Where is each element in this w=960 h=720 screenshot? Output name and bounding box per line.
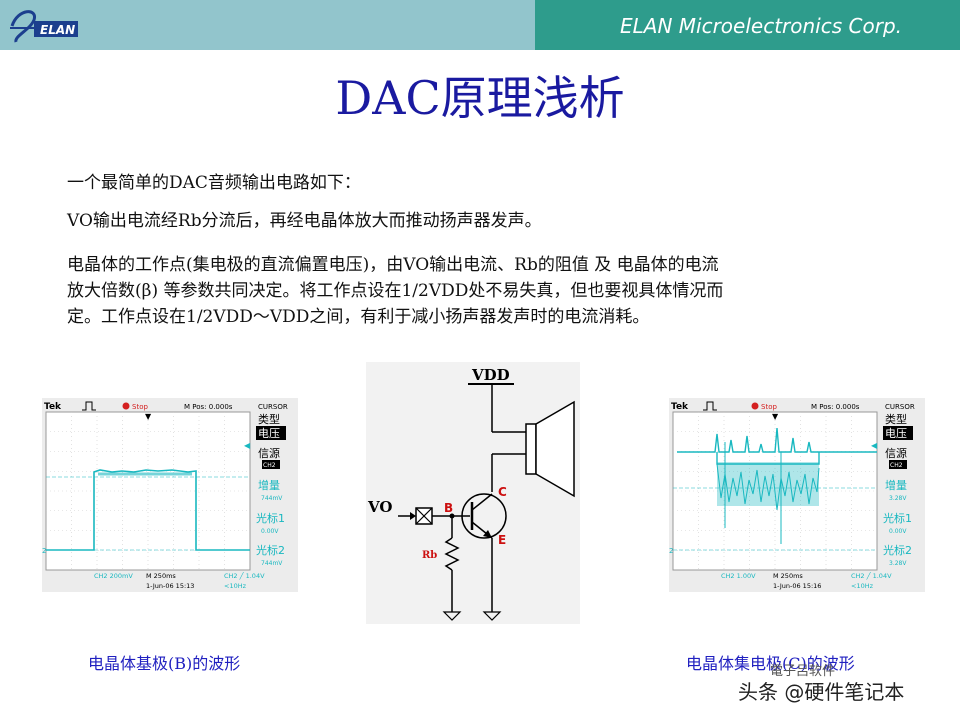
menu-source-value: CH2 [890,462,903,469]
menu-cursor1-value: 0.00V [261,528,279,535]
footer-freq: <10Hz [851,582,874,590]
menu-type-label: 类型 [258,412,280,426]
company-name: ELAN Microelectronics Corp. [620,14,902,38]
ground-icon [482,611,502,621]
stop-icon [751,402,759,410]
trigger-level-icon: ◀ [871,441,878,450]
paragraph-3-line-3: 定。工作点设在1/2VDD～VDD之间，有利于减小扬声器发声时的电流消耗。 [67,307,650,327]
paragraph-3-line-1: 电晶体的工作点(集电极的直流偏置电压)，由VO输出电流、Rb的阻值 及 电晶体的… [67,255,719,275]
channel-level-marker: 2 [42,547,46,555]
footer-channel: CH2 200mV [94,572,133,580]
footer-timebase: M 250ms [146,572,176,580]
rb-label: Rb [422,550,437,561]
menu-cursor2-value: 3.28V [889,560,907,567]
scope-status: Stop [761,403,777,411]
menu-source-label: 信源 [885,446,907,460]
speaker-icon [525,400,575,498]
footer-freq: <10Hz [224,582,247,590]
menu-delta-value: 744mV [261,495,283,502]
menu-source-label: 信源 [258,446,280,460]
npn-transistor-icon [461,493,507,539]
trigger-level-icon: ◀ [244,441,251,450]
scope-brand: Tek [671,402,689,412]
menu-type-value: 电压 [258,427,280,440]
menu-cursor1-label: 光标1 [883,511,912,525]
oscilloscope-collector-waveform: Tek Stop M Pos: 0.000s 2 ▼ ◀ CURSOR 类型 [669,398,925,592]
scope-brand: Tek [44,402,62,412]
footer-trigger: CH2 ╱ 1.04V [851,571,892,580]
menu-cursor1-label: 光标1 [256,511,285,525]
scope-mpos: M Pos: 0.000s [184,403,233,411]
logo-text: ELAN [40,23,75,37]
paragraph-2: VO输出电流经Rb分流后，再经电晶体放大而推动扬声器发声。 [67,211,542,231]
menu-cursor-title: CURSOR [885,403,915,411]
trigger-marker-icon: ▼ [145,412,152,421]
scope-status: Stop [132,403,148,411]
footer-date: 1-Jun-06 15:13 [146,582,194,590]
menu-source-value: CH2 [263,462,276,469]
paragraph-3-line-2: 放大倍数(β) 等参数共同决定。将工作点设在1/2VDD处不易失真，但也要视具体… [67,281,724,301]
resistor-rb-icon [444,537,460,571]
caption-base-waveform: 电晶体基极(B)的波形 [88,654,241,673]
scope-mpos: M Pos: 0.000s [811,403,860,411]
dac-output-circuit: VDD VO B C E Rb [366,362,580,624]
pulse-icon [703,401,717,411]
menu-cursor1-value: 0.00V [889,528,907,535]
page-title: DAC原理浅析 [335,71,625,125]
menu-delta-label: 增量 [885,478,907,492]
caption-collector-waveform: 电晶体集电极(C)的波形 [686,654,855,673]
menu-delta-value: 3.28V [889,495,907,502]
elan-logo: ELAN [8,6,80,44]
header-company-band [535,0,960,50]
menu-cursor2-value: 744mV [261,560,283,567]
menu-cursor2-label: 光标2 [883,543,912,557]
footer-timebase: M 250ms [773,572,803,580]
trigger-marker-icon: ▼ [772,412,779,421]
footer-channel: CH2 1.00V [721,572,756,580]
oscilloscope-base-waveform: Tek Stop M Pos: 0.000s 2 ▼ ◀ CURSOR 类型 电… [42,398,298,592]
stop-icon [122,402,130,410]
paragraph-1: 一个最简单的DAC音频输出电路如下： [67,173,361,193]
channel-level-marker: 2 [669,547,673,555]
emitter-label: E [498,533,506,547]
waveform-trace [46,469,250,551]
pulse-icon [82,401,96,411]
base-label: B [444,501,453,515]
footer-date: 1-Jun-06 15:16 [773,582,821,590]
vo-label: VO [367,498,392,516]
menu-type-value: 电压 [885,427,907,440]
menu-cursor2-label: 光标2 [256,543,285,557]
menu-type-label: 类型 [885,412,907,426]
watermark-sub: 電子吕软件 [770,664,836,679]
current-source-icon [415,507,433,525]
ground-icon [442,611,462,621]
menu-delta-label: 增量 [258,478,280,492]
watermark: 头条 @硬件笔记本 [738,680,905,704]
menu-cursor-title: CURSOR [258,403,288,411]
footer-trigger: CH2 ╱ 1.04V [224,571,265,580]
collector-label: C [498,485,507,499]
vdd-label: VDD [471,366,510,384]
scope-screen [45,411,251,571]
waveform-trace [677,427,819,453]
